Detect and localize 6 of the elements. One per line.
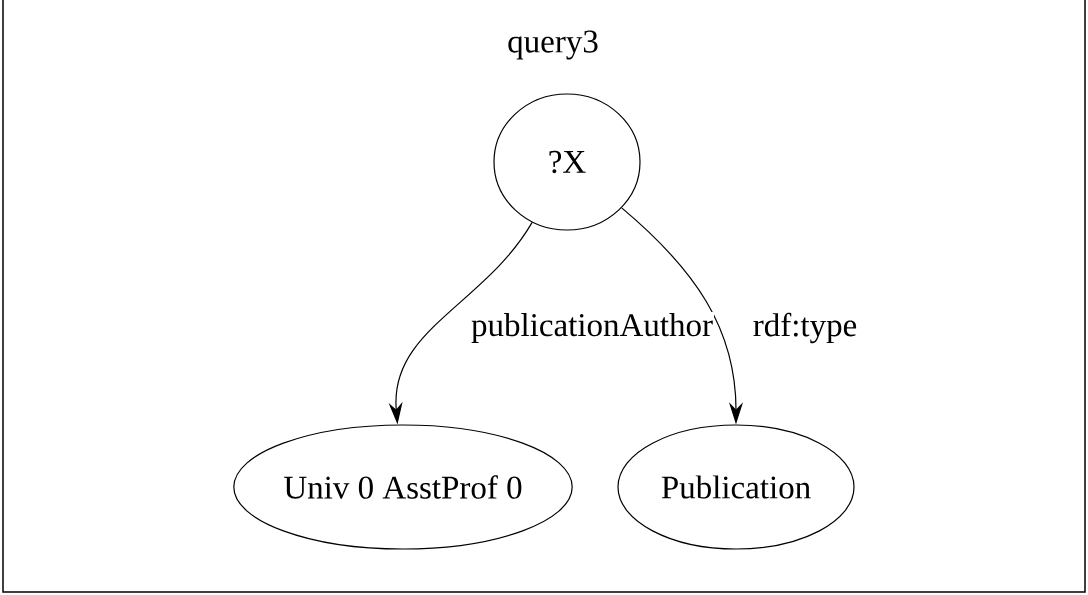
ellipse-node: Univ 0 AsstProf 0 <box>233 424 573 550</box>
edge-label: publicationAuthor <box>470 312 714 344</box>
ellipse-node: Publication <box>617 424 855 550</box>
edge-label: rdf:type <box>751 311 859 345</box>
title: query3 <box>508 30 598 60</box>
ellipse-node: ?X <box>493 93 641 231</box>
